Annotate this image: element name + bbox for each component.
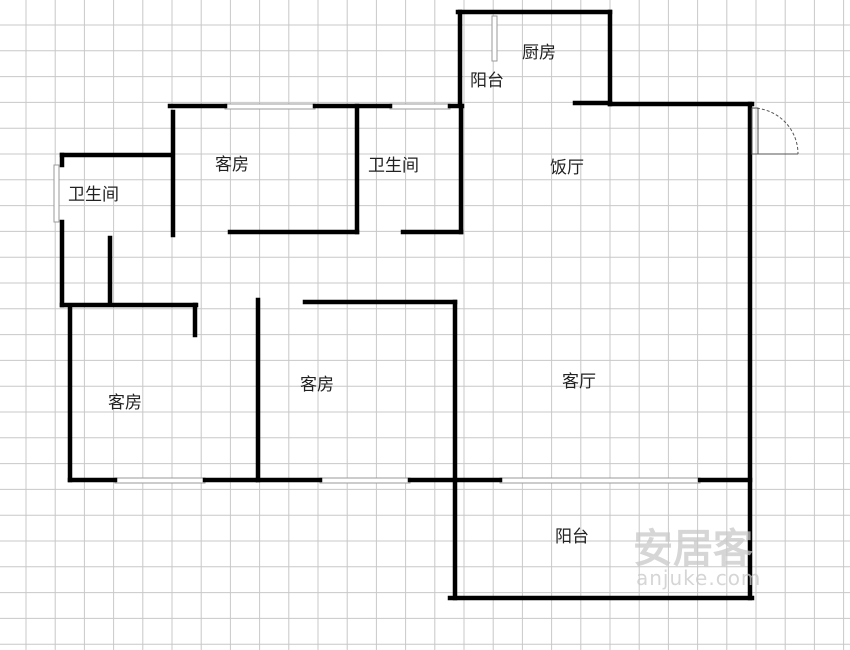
watermark-logo: 安居客: [633, 526, 753, 572]
window: [114, 477, 206, 484]
window: [499, 477, 701, 484]
room-label-guest-room-left: 客房: [108, 393, 142, 413]
watermark-domain: anjuke.com: [636, 566, 762, 590]
room-label-bathroom-middle: 卫生间: [368, 156, 419, 176]
door-leaf: [751, 107, 759, 155]
room-label-bathroom-left: 卫生间: [68, 185, 119, 205]
room-label-kitchen-balcony: 阳台: [470, 71, 504, 91]
window: [319, 477, 411, 484]
room-label-main-balcony: 阳台: [555, 527, 589, 547]
window: [491, 15, 498, 62]
room-label-dining-room: 饭厅: [550, 158, 584, 178]
room-label-kitchen: 厨房: [522, 43, 556, 63]
window: [53, 164, 60, 223]
walls: [59, 9, 755, 601]
room-label-living-room: 客厅: [562, 372, 596, 392]
window: [389, 103, 451, 110]
door-swing-arc: [751, 107, 799, 155]
room-label-guest-room-middle: 客房: [300, 375, 334, 395]
windows: [53, 15, 701, 484]
room-label-guest-room-top: 客房: [215, 155, 249, 175]
window: [224, 103, 316, 110]
